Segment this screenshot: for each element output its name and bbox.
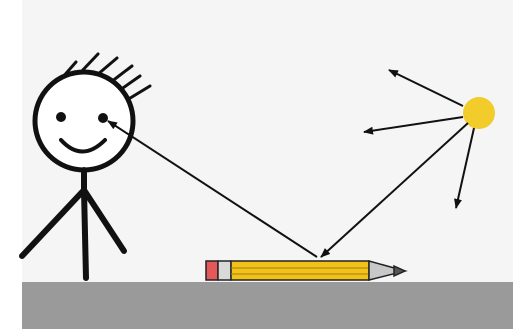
head bbox=[35, 72, 133, 170]
pencil-eraser bbox=[206, 261, 218, 280]
pencil-body bbox=[231, 261, 369, 280]
pencil-icon bbox=[206, 261, 405, 280]
left-margin bbox=[0, 0, 22, 329]
center-leg bbox=[84, 190, 86, 278]
right-eye bbox=[98, 113, 108, 123]
pencil-ferrule bbox=[218, 261, 231, 280]
ground bbox=[22, 282, 513, 329]
left-eye bbox=[56, 112, 66, 122]
